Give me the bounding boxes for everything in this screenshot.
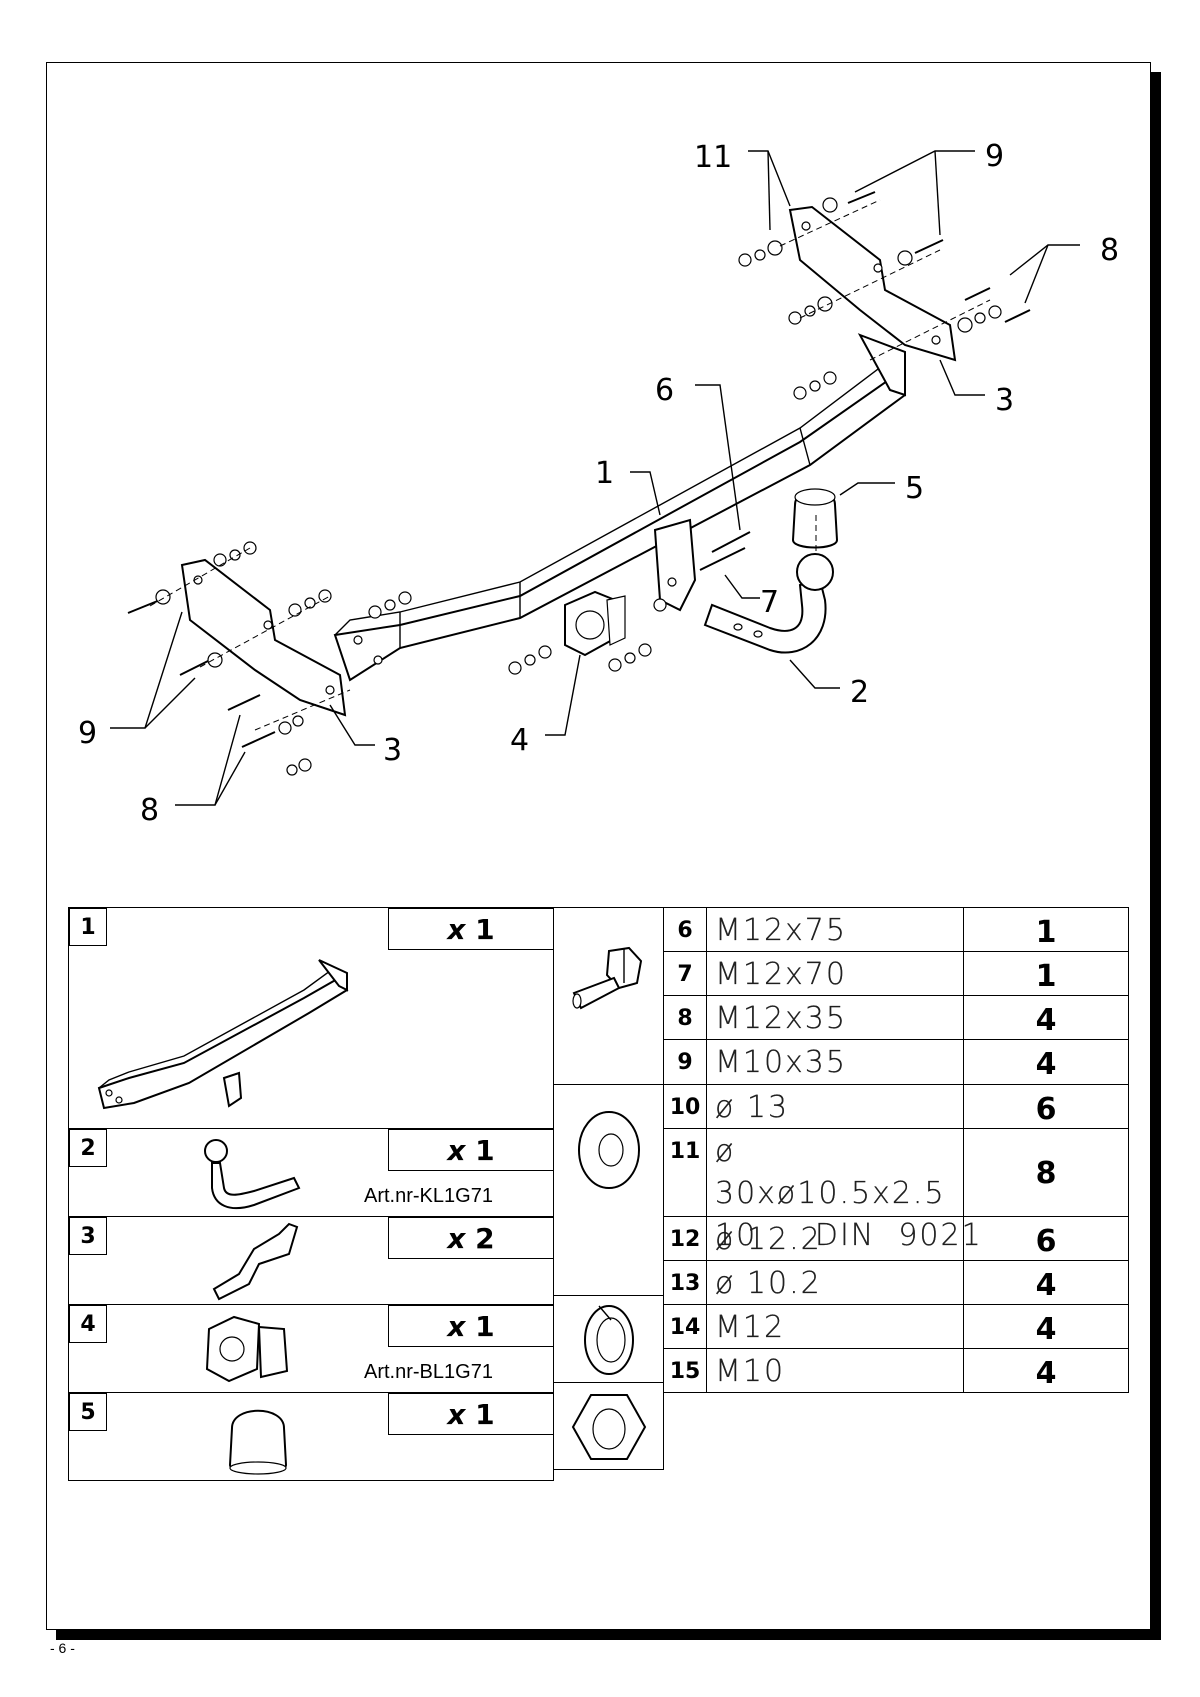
callout-7: 7 bbox=[760, 585, 779, 620]
hardware-number: 10 bbox=[663, 1084, 707, 1129]
hardware-quantity: 4 bbox=[963, 1348, 1129, 1393]
part-cell-4: 4 x 1 Art.nr-BL1G71 bbox=[68, 1304, 554, 1393]
callout-8-left: 8 bbox=[140, 793, 159, 828]
crossbar-thumbnail bbox=[97, 959, 349, 1110]
assembly-lines bbox=[149, 199, 991, 731]
tow-ball-thumbnail bbox=[204, 1139, 301, 1210]
exploded-diagram: 11 9 8 3 6 1 5 7 2 9 3 4 8 bbox=[78, 139, 1119, 828]
quantity-value: 1 bbox=[475, 1398, 495, 1431]
part-number: 2 bbox=[69, 1129, 107, 1167]
hardware-quantity: 4 bbox=[963, 1260, 1129, 1305]
times-sign: x bbox=[447, 1134, 466, 1167]
hardware-spec: M10x35 bbox=[706, 1039, 964, 1085]
side-bracket-right-drawing bbox=[788, 205, 957, 362]
hardware-quantity: 1 bbox=[963, 907, 1129, 952]
times-sign: x bbox=[447, 1398, 466, 1431]
quantity-value: 2 bbox=[475, 1222, 495, 1255]
times-sign: x bbox=[447, 913, 466, 946]
part-number: 3 bbox=[69, 1217, 107, 1255]
callout-2: 2 bbox=[850, 675, 869, 710]
part-quantity: x 1 bbox=[388, 1129, 554, 1171]
spring-washer-icon bbox=[584, 1305, 634, 1375]
article-number: Art.nr-BL1G71 bbox=[364, 1361, 493, 1383]
hardware-spec: M12x70 bbox=[706, 951, 964, 996]
times-sign: x bbox=[447, 1222, 466, 1255]
side-bracket-thumbnail bbox=[212, 1222, 299, 1301]
hex-nut-icon-cell bbox=[553, 1382, 664, 1470]
hardware-spec-line1: ø 30xø10.5x2.5 bbox=[715, 1134, 946, 1211]
hardware-number: 7 bbox=[663, 951, 707, 996]
hardware-number: 11 bbox=[663, 1128, 707, 1217]
spring-washer-icon-cell bbox=[553, 1295, 664, 1383]
quantity-value: 1 bbox=[475, 1134, 495, 1167]
hardware-spec: ø 30xø10.5x2.5 10 DIN 9021 bbox=[706, 1128, 981, 1253]
callout-3-left: 3 bbox=[383, 733, 402, 768]
part-cell-1: 1 x 1 bbox=[68, 907, 554, 1129]
hardware-quantity: 1 bbox=[963, 951, 1129, 996]
side-bracket-left-drawing bbox=[180, 558, 347, 717]
hardware-number: 15 bbox=[663, 1348, 707, 1393]
ball-cover-thumbnail bbox=[228, 1409, 288, 1475]
hex-nut-icon bbox=[571, 1394, 647, 1460]
hardware-spec: M10 bbox=[706, 1348, 964, 1393]
part-number: 4 bbox=[69, 1305, 107, 1343]
hardware-number: 12 bbox=[663, 1216, 707, 1261]
hardware-quantity: 6 bbox=[963, 1216, 1129, 1261]
callout-6: 6 bbox=[655, 373, 674, 408]
socket-plate-thumbnail bbox=[205, 1315, 289, 1383]
leader-lines bbox=[110, 150, 1080, 806]
hardware-number: 13 bbox=[663, 1260, 707, 1305]
callout-4: 4 bbox=[510, 723, 529, 758]
ball-cover-drawing bbox=[791, 488, 839, 549]
quantity-value: 1 bbox=[475, 913, 495, 946]
tow-ball-drawing bbox=[703, 553, 834, 654]
quantity-value: 1 bbox=[475, 1310, 495, 1343]
hardware-quantity: 4 bbox=[963, 995, 1129, 1040]
part-number: 1 bbox=[69, 908, 107, 946]
hardware-spec: ø 12.2 bbox=[706, 1216, 964, 1261]
socket-plate-drawing bbox=[564, 590, 626, 657]
hardware-quantity: 8 bbox=[963, 1128, 1129, 1217]
hardware-number: 8 bbox=[663, 995, 707, 1040]
crossbar-drawing bbox=[333, 333, 907, 682]
hardware-spec: M12x35 bbox=[706, 995, 964, 1040]
hardware-spec: ø 10.2 bbox=[706, 1260, 964, 1305]
part-quantity: x 1 bbox=[388, 908, 554, 950]
part-cell-2: 2 x 1 Art.nr-KL1G71 bbox=[68, 1128, 554, 1217]
bolt-icon-cell bbox=[553, 907, 664, 1085]
part-number: 5 bbox=[69, 1393, 107, 1431]
hardware-quantity: 4 bbox=[963, 1304, 1129, 1349]
hardware-spec: M12 bbox=[706, 1304, 964, 1349]
hardware-spec: M12x75 bbox=[706, 907, 964, 952]
hardware-number: 14 bbox=[663, 1304, 707, 1349]
callout-9-top: 9 bbox=[985, 139, 1004, 174]
flat-washer-icon bbox=[578, 1111, 640, 1189]
bolts-drawing bbox=[127, 191, 1031, 748]
callout-3-right: 3 bbox=[995, 383, 1014, 418]
part-cell-3: 3 x 2 bbox=[68, 1216, 554, 1305]
hardware-number: 9 bbox=[663, 1039, 707, 1085]
part-quantity: x 1 bbox=[388, 1305, 554, 1347]
callout-1: 1 bbox=[595, 456, 614, 491]
callout-5: 5 bbox=[905, 471, 924, 506]
hardware-quantity: 6 bbox=[963, 1084, 1129, 1129]
callout-11: 11 bbox=[694, 140, 732, 175]
hardware-spec: ø 13 bbox=[706, 1084, 964, 1129]
part-cell-5: 5 x 1 bbox=[68, 1392, 554, 1481]
page-number: - 6 - bbox=[50, 1640, 75, 1656]
article-number: Art.nr-KL1G71 bbox=[364, 1185, 493, 1207]
part-quantity: x 2 bbox=[388, 1217, 554, 1259]
callout-8-right: 8 bbox=[1100, 233, 1119, 268]
bolt-icon bbox=[572, 946, 643, 1010]
washers-nuts-drawing bbox=[155, 197, 1002, 776]
times-sign: x bbox=[447, 1310, 466, 1343]
part-quantity: x 1 bbox=[388, 1393, 554, 1435]
flat-washer-icon-cell bbox=[553, 1084, 664, 1296]
callout-9-left: 9 bbox=[78, 716, 97, 751]
hardware-number: 6 bbox=[663, 907, 707, 952]
hardware-quantity: 4 bbox=[963, 1039, 1129, 1085]
